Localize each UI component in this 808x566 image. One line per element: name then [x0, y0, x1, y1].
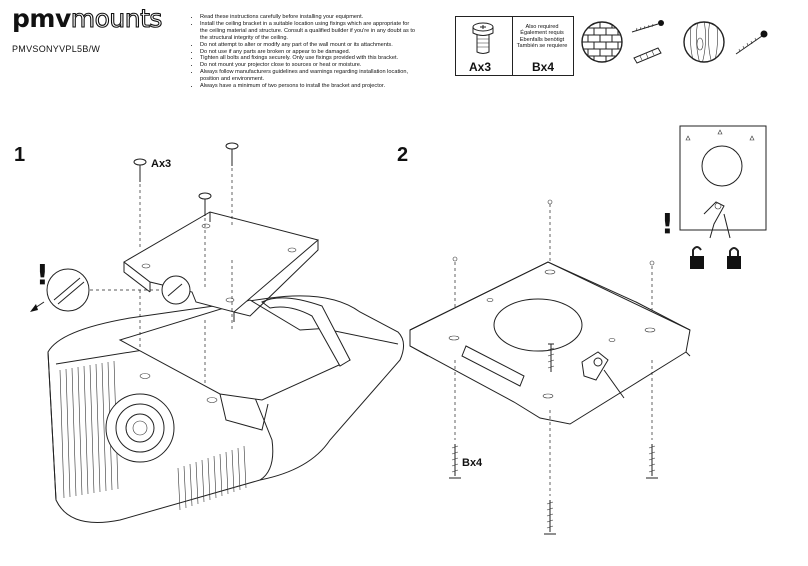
instruction-item: Do not attempt to alter or modify any pa…	[200, 42, 415, 49]
brand-logo: pmvmounts	[12, 4, 163, 33]
wood-icon	[683, 21, 725, 63]
brand-logo-bold: pmv	[12, 4, 71, 33]
parts-box	[455, 16, 513, 76]
instruction-item: Always follow manufacturers guidelines a…	[200, 69, 415, 83]
also-required-line: Ebenfalls benötigt	[519, 36, 565, 43]
projector-drawing	[47, 295, 404, 523]
step-2-callout: Bx4	[462, 457, 483, 469]
step-2-warning: !	[661, 207, 674, 240]
step-1-callout: Ax3	[151, 158, 172, 170]
step-1-warning: !	[36, 258, 49, 291]
also-required-line: También se requiere	[516, 42, 568, 49]
instruction-item: Do not use if any parts are broken or ap…	[200, 49, 415, 56]
also-required-text: Also required Également requis Ebenfalls…	[513, 24, 571, 49]
also-required-line: Also required	[525, 24, 559, 30]
instruction-item: Install the ceiling bracket in a suitabl…	[200, 21, 415, 42]
part-b-label: Bx4	[532, 60, 555, 74]
step-2-number: 2	[397, 144, 409, 166]
also-required-line: Également requis	[520, 30, 564, 37]
wood-screw-icon	[735, 30, 768, 55]
screws-a-drawing	[133, 142, 239, 216]
model-number: PMVSONYVPL5B/W	[12, 44, 101, 54]
instruction-item: Always have a minimum of two persons to …	[200, 83, 415, 90]
parts-box-b	[511, 16, 574, 76]
safety-instructions: Read these instructions carefully before…	[188, 14, 415, 90]
instruction-item: Tighten all bolts and fixings securely. …	[200, 55, 415, 62]
screws-b-drawing	[449, 343, 658, 535]
bracket-step2-drawing	[409, 261, 691, 425]
locked-padlock-icon	[727, 247, 741, 269]
screw-plug-icon	[631, 20, 664, 64]
brick-wall-icon	[581, 21, 623, 63]
instruction-item: Do not mount your projector close to sou…	[200, 62, 415, 69]
step-1-number: 1	[14, 144, 26, 166]
bolt-a-icon	[472, 22, 494, 54]
part-a-label: Ax3	[469, 60, 492, 74]
instruction-item: Read these instructions carefully before…	[200, 14, 415, 21]
unlocked-padlock-icon	[690, 246, 704, 269]
brand-logo-outline: mounts	[70, 4, 163, 33]
lock-detail-drawing	[679, 125, 767, 239]
